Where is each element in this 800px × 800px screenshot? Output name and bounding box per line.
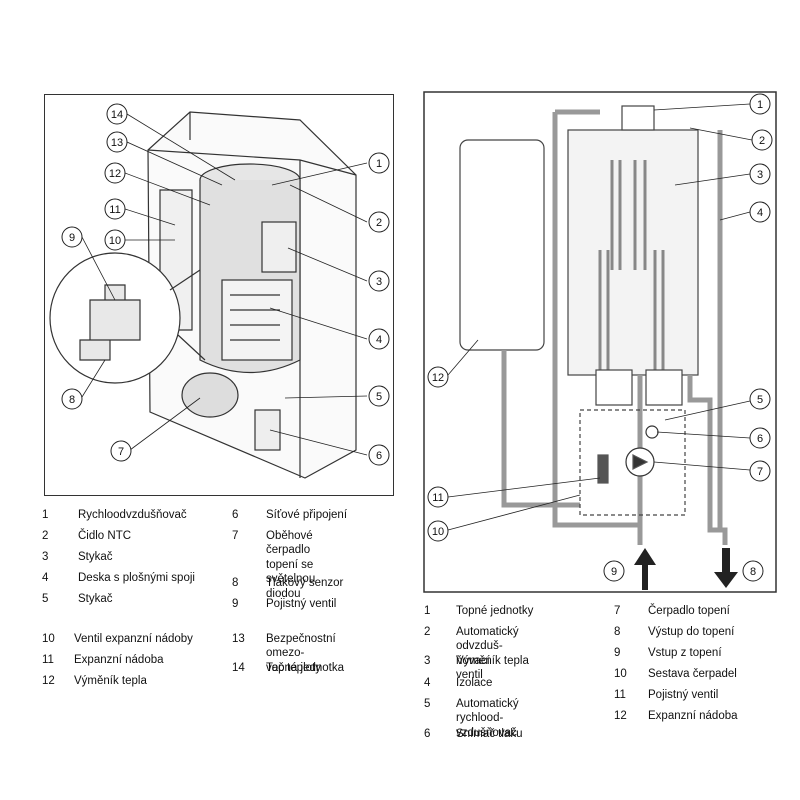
legend-label: Izolace <box>456 677 493 689</box>
legend-num: 3 <box>424 655 431 667</box>
legend-num: 1 <box>42 509 49 521</box>
legend-num: 9 <box>232 598 239 610</box>
legend-num: 6 <box>424 728 431 740</box>
legend-label: Pojistný ventil <box>266 598 337 610</box>
left-callout-14: 14 <box>111 109 123 121</box>
legend-label: Automatický odvzduš- ňovací ventil <box>456 626 519 682</box>
legend-num: 14 <box>232 662 245 674</box>
legend-num: 4 <box>424 677 431 689</box>
legend-num: 11 <box>42 654 54 666</box>
left-callout-13: 13 <box>111 137 123 149</box>
legend-label: Vstup z topení <box>648 647 722 659</box>
legend-label: Síťové připojení <box>266 509 348 521</box>
left-callout-12: 12 <box>109 168 121 180</box>
left-figure-frame <box>44 94 394 496</box>
legend-label: Ventil expanzní nádoby <box>74 633 193 645</box>
legend-num: 1 <box>424 605 431 617</box>
left-callout-7: 7 <box>118 446 124 458</box>
right-callout-2: 2 <box>759 135 765 147</box>
legend-label: Čidlo NTC <box>78 530 132 542</box>
legend-num: 8 <box>614 626 621 638</box>
right-callout-12: 12 <box>432 372 444 384</box>
left-callout-6: 6 <box>376 450 382 462</box>
legend-num: 3 <box>42 551 49 563</box>
right-callout-6: 6 <box>757 433 763 445</box>
right-callout-4: 4 <box>757 207 763 219</box>
legend-num: 10 <box>42 633 55 645</box>
left-callout-11: 11 <box>109 204 120 216</box>
legend-label: Výměník tepla <box>456 655 529 667</box>
legend-label: Bezpečnostní omezo- vač teploty <box>266 633 336 674</box>
right-callout-3: 3 <box>757 169 763 181</box>
legend-label: Rychloodvzdušňovač <box>78 509 187 521</box>
legend-num: 7 <box>232 530 239 542</box>
left-callouts <box>61 103 390 466</box>
right-callout-7: 7 <box>757 466 763 478</box>
legend-num: 7 <box>614 605 621 617</box>
legend-num: 11 <box>614 689 626 701</box>
legend-num: 10 <box>614 668 627 680</box>
right-callout-9: 9 <box>611 566 617 578</box>
legend-num: 2 <box>42 530 49 542</box>
left-callout-10: 10 <box>109 235 121 247</box>
right-callout-1: 1 <box>757 99 763 111</box>
left-callout-8: 8 <box>69 394 75 406</box>
legend-label: Expanzní nádoba <box>74 654 164 666</box>
left-callout-3: 3 <box>376 276 382 288</box>
legend-num: 13 <box>232 633 245 645</box>
legend-label: Výstup do topení <box>648 626 735 638</box>
legend-num: 8 <box>232 577 239 589</box>
left-callout-2: 2 <box>376 217 382 229</box>
right-callout-10: 10 <box>432 526 444 538</box>
legend-label: Výměník tepla <box>74 675 147 687</box>
legend-num: 9 <box>614 647 621 659</box>
legend-label: Topné jednotky <box>456 605 534 617</box>
right-callout-11: 11 <box>432 492 443 504</box>
legend-num: 5 <box>424 698 431 710</box>
legend-label: Tlakový senzor <box>266 577 344 589</box>
legend-label: Automatický rychlood- vzdušňovač <box>456 698 519 739</box>
legend-num: 6 <box>232 509 239 521</box>
legend-num: 4 <box>42 572 49 584</box>
right-legend: 1 Topné jednotky 2 Automatický odvzduš- ňo… <box>424 604 784 754</box>
left-callout-4: 4 <box>376 334 382 346</box>
legend-label: Oběhové čerpadlo topení se světelnou dio… <box>266 530 316 600</box>
legend-label: Stykač <box>78 551 113 563</box>
legend-label: Expanzní nádoba <box>648 710 738 722</box>
legend-label: Stykač <box>78 593 113 605</box>
right-callout-8: 8 <box>750 566 756 578</box>
left-callout-5: 5 <box>376 391 382 403</box>
legend-num: 5 <box>42 593 49 605</box>
legend-num: 12 <box>42 675 55 687</box>
legend-num: 12 <box>614 710 627 722</box>
legend-label: Pojistný ventil <box>648 689 719 701</box>
legend-label: Snímač tlaku <box>456 728 523 740</box>
legend-label: Čerpadlo topení <box>648 605 730 617</box>
legend-label: Sestava čerpadel <box>648 668 737 680</box>
legend-num: 2 <box>424 626 431 638</box>
left-callout-1: 1 <box>376 158 382 170</box>
legend-label: Deska s plošnými spoji <box>78 572 195 584</box>
left-callout-9: 9 <box>69 232 75 244</box>
legend-label: Topná jednotka <box>266 662 345 674</box>
right-callout-5: 5 <box>757 394 763 406</box>
